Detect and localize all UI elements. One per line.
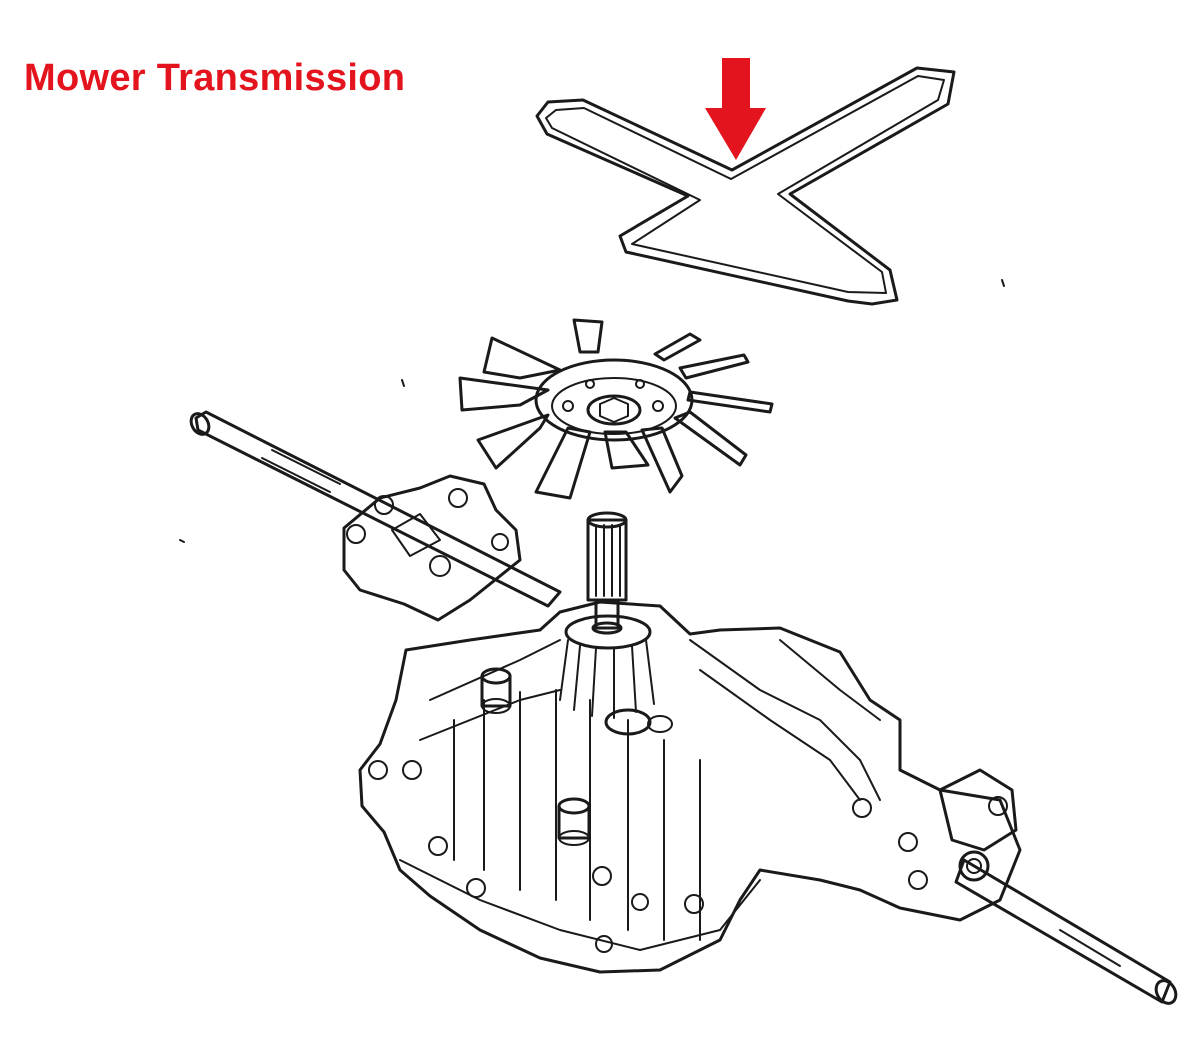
axle-shaft-right: [954, 850, 1178, 1005]
diagram-title: Mower Transmission: [24, 57, 406, 99]
input-shaft: [586, 511, 628, 635]
transaxle: [342, 474, 1022, 974]
drive-belt: [535, 66, 956, 306]
highlight-arrow: [705, 58, 766, 160]
cooling-fan: [458, 318, 774, 500]
stray-marks: [179, 279, 1005, 543]
axle-shaft-left: [189, 410, 562, 608]
